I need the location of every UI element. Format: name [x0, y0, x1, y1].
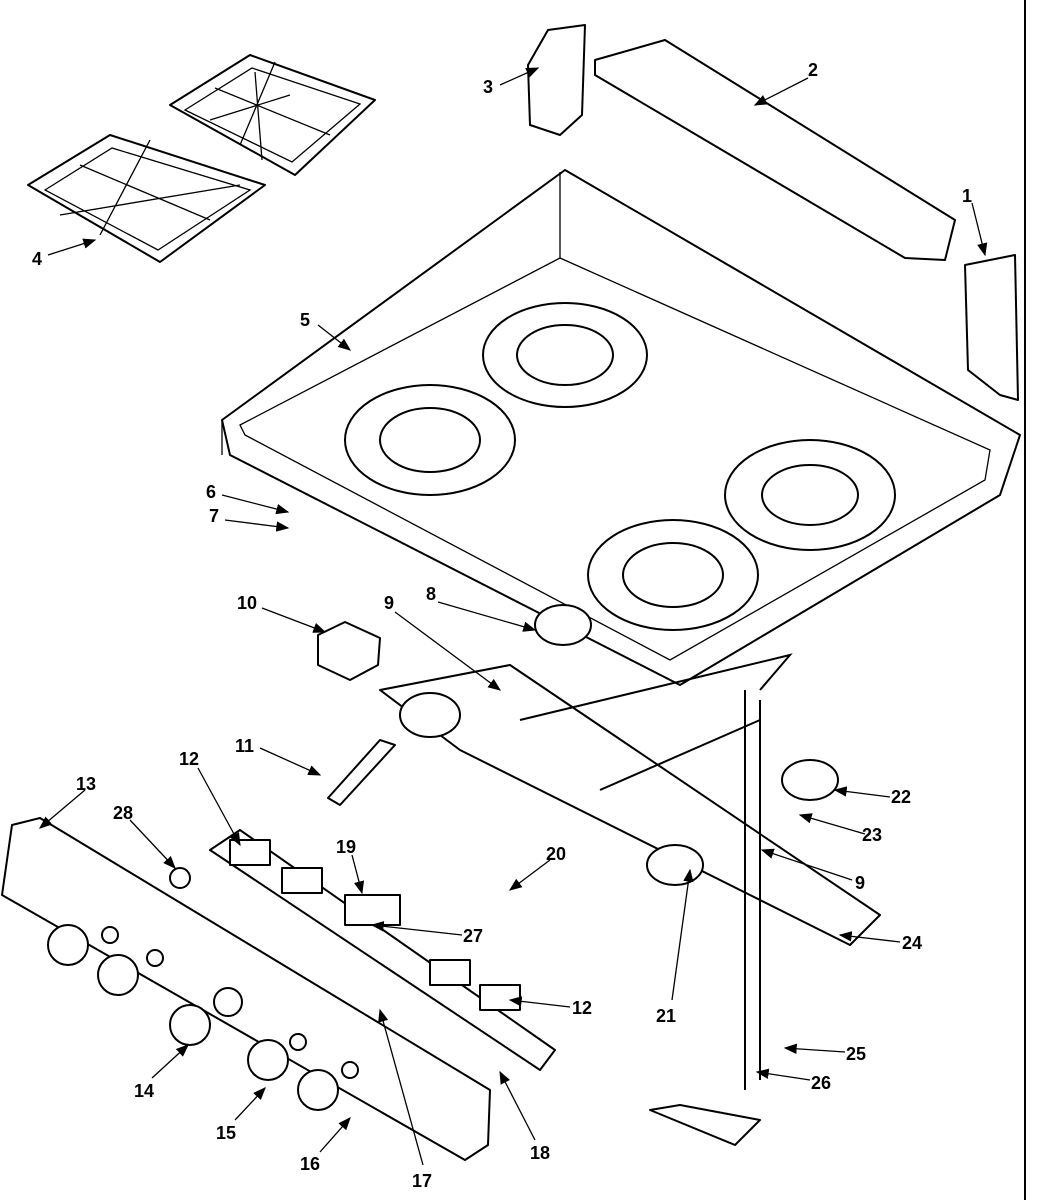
callout-25: 25: [846, 1044, 866, 1064]
callout-14: 14: [134, 1081, 154, 1101]
control-panel: [1, 817, 491, 1161]
end-cap-right: [964, 254, 1019, 401]
callout-6: 6: [206, 482, 216, 502]
leader-lines: [39, 67, 988, 1166]
callout-15: 15: [216, 1123, 236, 1143]
callout-20: 20: [546, 844, 566, 864]
burner-assembly: [379, 604, 881, 1146]
pressure-regulator: [317, 621, 381, 681]
callout-3: 3: [483, 77, 493, 97]
burner-grate: [27, 134, 266, 263]
callout-24: 24: [902, 933, 922, 953]
callout-9: 9: [384, 593, 394, 613]
callout-5: 5: [300, 310, 310, 330]
callout-12: 12: [179, 749, 199, 769]
callout-labels: 1 2 3 4 5 6 7 8 9 10 11 12 13 14 15 16 1…: [32, 60, 972, 1191]
callout-22: 22: [891, 787, 911, 807]
backguard-trim: [594, 39, 956, 261]
callout-9b: 9: [855, 873, 865, 893]
callout-8: 8: [426, 584, 436, 604]
callout-27: 27: [463, 926, 483, 946]
callout-21: 21: [656, 1006, 676, 1026]
callout-23: 23: [862, 825, 882, 845]
burner-grate: [169, 54, 376, 176]
callout-17: 17: [412, 1171, 432, 1191]
callout-10: 10: [237, 593, 257, 613]
callout-4: 4: [32, 249, 42, 269]
callout-18: 18: [530, 1143, 550, 1163]
cooktop: [221, 169, 1021, 686]
valves: [229, 839, 521, 1011]
callout-19: 19: [336, 837, 356, 857]
callout-1: 1: [962, 186, 972, 206]
callout-26: 26: [811, 1073, 831, 1093]
callout-13: 13: [76, 774, 96, 794]
callout-2: 2: [808, 60, 818, 80]
callout-11: 11: [235, 736, 254, 756]
control-knobs: [47, 924, 339, 1111]
callout-7: 7: [209, 506, 219, 526]
callout-16: 16: [300, 1154, 320, 1174]
callout-12b: 12: [572, 998, 592, 1018]
end-cap-left: [527, 24, 586, 136]
callout-28: 28: [113, 803, 133, 823]
